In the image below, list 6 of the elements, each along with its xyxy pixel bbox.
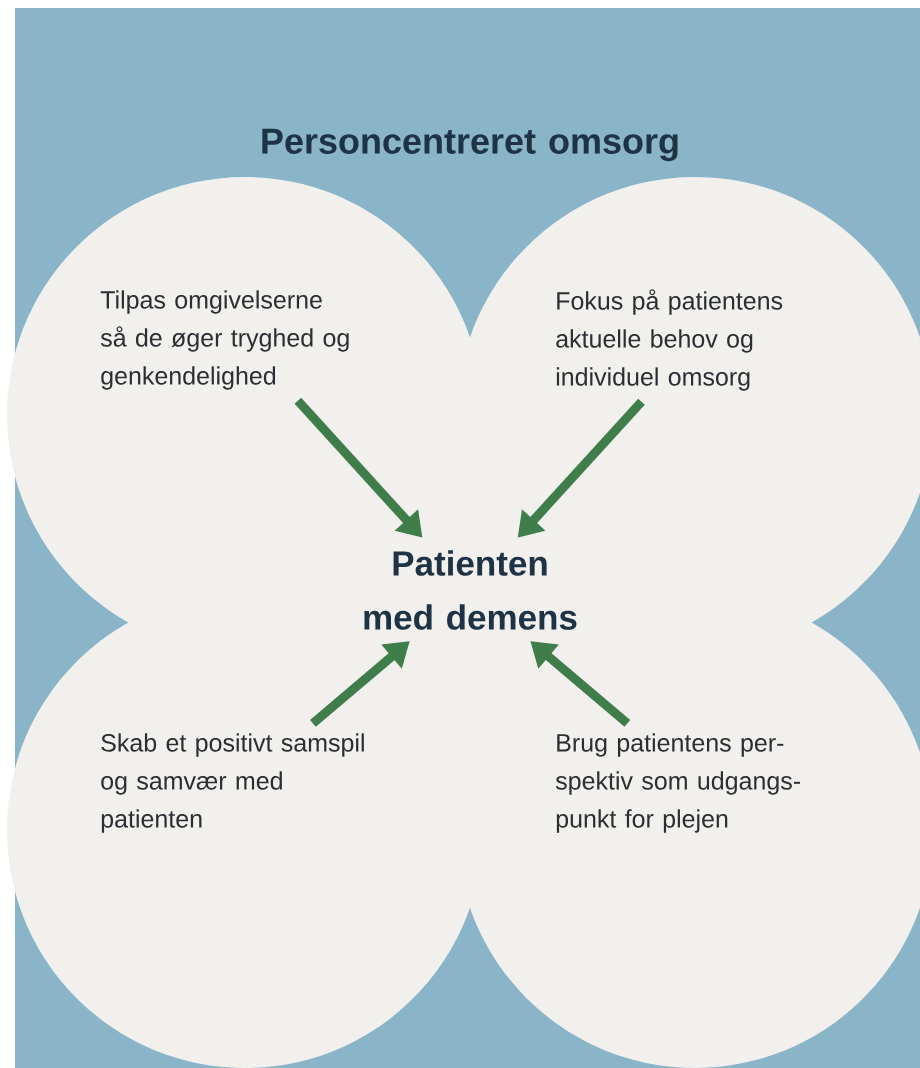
center-text: Patienten med demens bbox=[364, 550, 577, 630]
statement-text: Fokus på patientens aktuelle behov og individuel omsorg bbox=[556, 289, 783, 391]
title: Personcentreret omsorg bbox=[262, 128, 678, 162]
statement-text: Skab et positivt samspil og samvær med patienten bbox=[101, 733, 364, 833]
statement-text: Brug patientens per- spektiv som udgangs- punkt for plejen bbox=[555, 733, 800, 833]
statement-text: Tilpas omgivelserne så de øger tryghed og genkendelighed bbox=[100, 290, 349, 390]
